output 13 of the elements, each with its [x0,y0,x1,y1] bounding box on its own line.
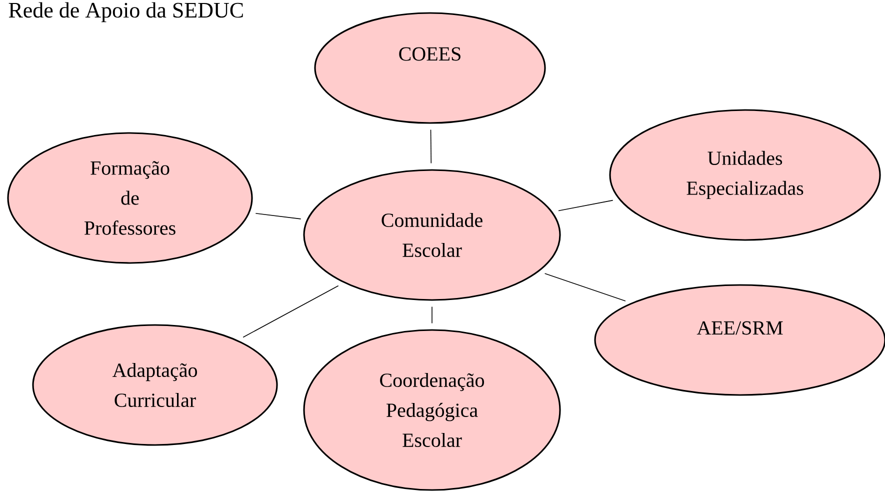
ellipse-node: Adaptação Curricular [32,324,278,446]
connector-line [255,212,302,220]
connector-line [430,129,432,164]
ellipse-node: Coordenação Pedagógica Escolar [303,329,561,491]
ellipse-node: AEE/SRM [594,284,885,396]
title: Rede de Apoio da SEDUC [8,2,243,22]
connector-line [544,273,626,302]
ellipse-node: Comunidade Escolar [303,169,561,301]
ellipse-node: COEES [314,12,546,124]
connector-line [242,285,339,338]
ellipse-node: Formação de Professores [7,132,253,264]
connector-line [558,200,614,212]
ellipse-node: Unidades Especializadas [609,109,881,241]
